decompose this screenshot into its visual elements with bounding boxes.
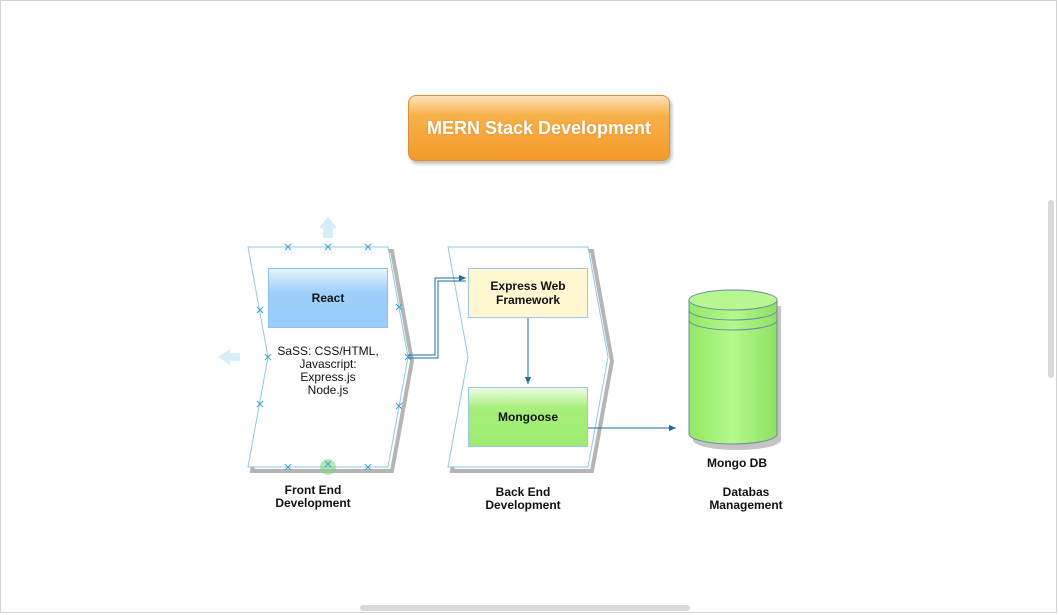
- frontend-tech-text: SaSS: CSS/HTML, Javascript: Express.js N…: [277, 344, 379, 397]
- move-left-arrow-icon[interactable]: [218, 349, 240, 365]
- connector-frontend-to-express[interactable]: [408, 280, 466, 359]
- express-box[interactable]: Express Web Framework: [468, 268, 588, 318]
- horizontal-scrollbar[interactable]: [360, 605, 690, 611]
- vertical-scrollbar[interactable]: [1048, 200, 1054, 378]
- selection-handles[interactable]: [256, 243, 412, 471]
- connection-point-handle[interactable]: [320, 459, 336, 475]
- connection-point-cross: [324, 460, 332, 468]
- move-up-arrow-icon[interactable]: [319, 216, 337, 238]
- backend-caption: Back End Development: [485, 485, 561, 512]
- diagram-title[interactable]: MERN Stack Development: [408, 95, 670, 161]
- mongodb-cylinder[interactable]: [688, 289, 781, 450]
- react-box[interactable]: React: [268, 268, 388, 328]
- database-caption: Databas Management: [709, 485, 783, 512]
- connector-frontend-to-express-arrow[interactable]: [408, 274, 466, 356]
- frontend-caption: Front End Development: [275, 483, 351, 510]
- mongoose-box[interactable]: Mongoose: [468, 387, 588, 447]
- mongodb-label: Mongo DB: [707, 456, 767, 470]
